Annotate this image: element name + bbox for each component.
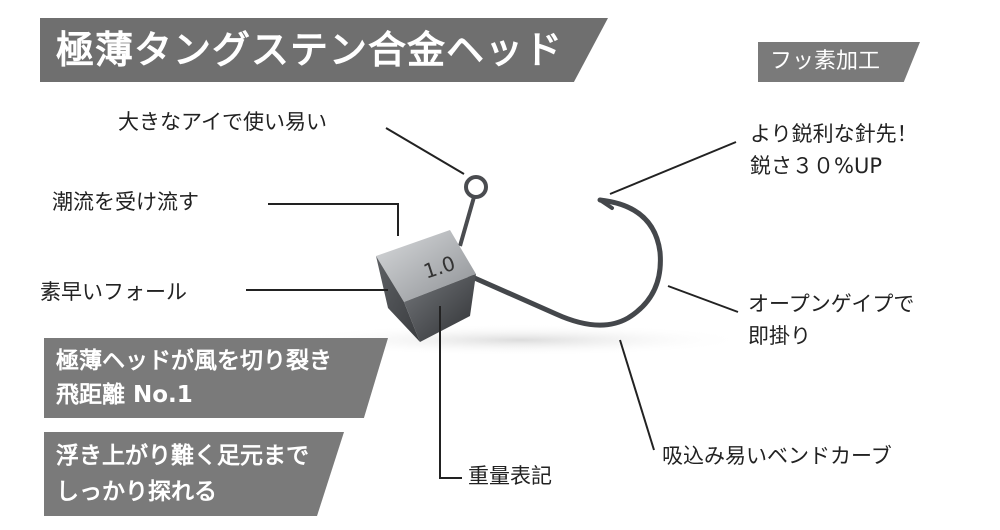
feature-box-distance: 極薄ヘッドが風を切り裂き 飛距離 No.1 — [44, 338, 388, 418]
title-banner: 極薄タングステン合金ヘッド — [40, 18, 608, 82]
feature-box-distance-line1: 極薄ヘッドが風を切り裂き — [56, 348, 332, 374]
badge-text: フッ素加工 — [770, 49, 881, 74]
title-text: 極薄タングステン合金ヘッド — [56, 28, 564, 72]
callout-sharp-line1: より鋭利な針先！ — [750, 122, 918, 146]
leader-gape — [667, 285, 739, 313]
callout-bend-curve: 吸込み易いベンドカーブ — [662, 444, 892, 468]
head-top-face — [376, 230, 476, 302]
leader-eye — [385, 127, 465, 175]
leader-bend — [619, 339, 655, 451]
leader-sharp — [609, 141, 737, 195]
fluorine-coating-badge: フッ素加工 — [758, 42, 920, 82]
callout-large-eye: 大きなアイで使い易い — [118, 110, 327, 134]
callout-weight-marking: 重量表記 — [468, 464, 552, 488]
hook-wire — [467, 197, 663, 328]
leader-weight — [439, 306, 462, 479]
hook-point — [598, 198, 614, 210]
callout-gape-line2: 即掛り — [748, 324, 811, 348]
callout-tide: 潮流を受け流す — [52, 190, 199, 214]
leader-tide — [268, 203, 399, 236]
callout-open-gape: オープンゲイプで 即掛り — [748, 288, 914, 352]
callout-sharp-point: より鋭利な針先！ 鋭さ３０%UP — [750, 118, 918, 182]
feature-box-bottom: 浮き上がり難く足元まで しっかり探れる — [44, 432, 344, 516]
callout-gape-line1: オープンゲイプで — [748, 292, 915, 316]
feature-box-bottom-line1: 浮き上がり難く足元まで — [56, 443, 309, 469]
callout-fast-fall: 素早いフォール — [40, 280, 187, 304]
eye-shank — [458, 196, 476, 247]
head-left-face — [376, 256, 420, 342]
hook-eye — [464, 175, 488, 199]
callout-sharp-line2: 鋭さ３０%UP — [750, 154, 882, 178]
feature-box-bottom-line2: しっかり探れる — [56, 479, 217, 505]
floor-shadow — [290, 324, 750, 356]
feature-box-distance-line2: 飛距離 No.1 — [56, 382, 193, 408]
